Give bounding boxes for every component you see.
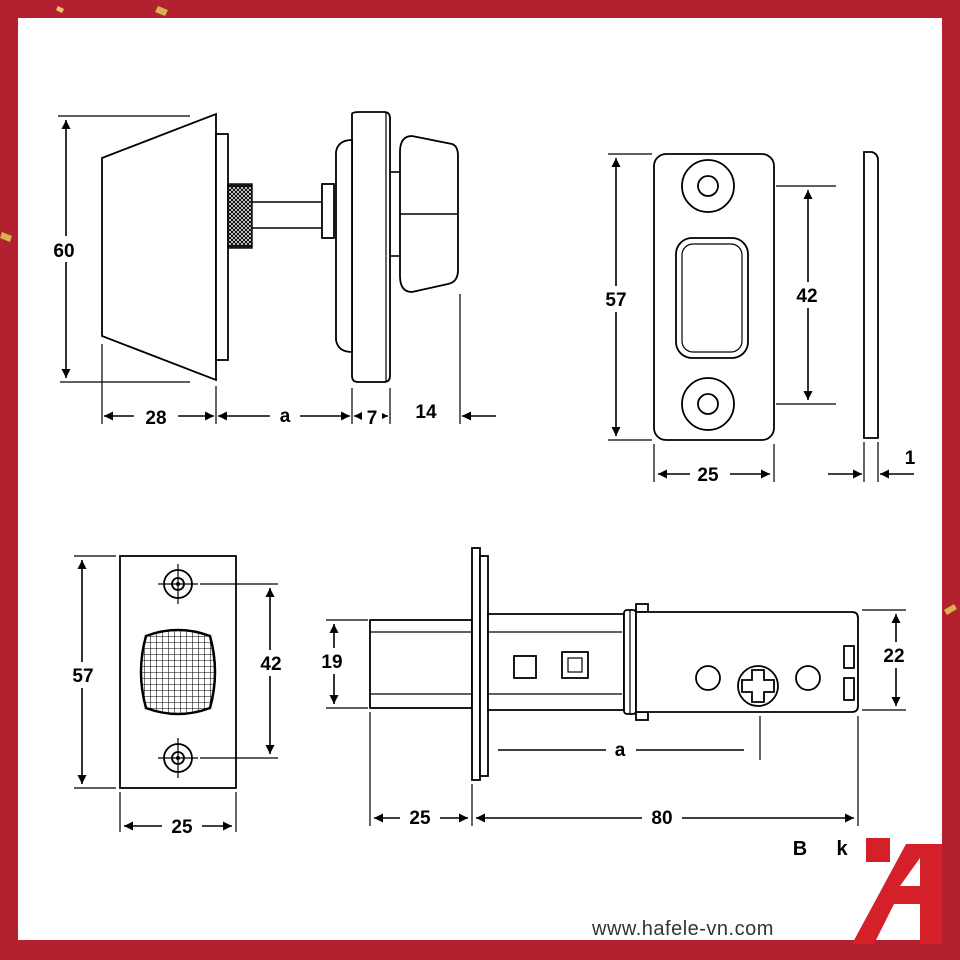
dim-strike-height-57: 57 xyxy=(605,290,626,311)
finish-label-b: B xyxy=(793,838,807,860)
confetti-icon xyxy=(0,6,957,615)
dim-tail-height-22: 22 xyxy=(883,646,904,667)
finish-label-k: k xyxy=(836,838,848,860)
strike-plate-side xyxy=(863,151,879,439)
latch-grid-window xyxy=(139,628,217,716)
dim-faceplate-holes-42: 42 xyxy=(260,654,281,675)
spindle-collar xyxy=(321,183,335,239)
dim-door-a: a xyxy=(280,406,291,427)
latch-front-plate xyxy=(471,547,481,781)
strike-plate-view: 57 42 25 1 xyxy=(598,151,916,486)
dim-length-80: 80 xyxy=(651,808,672,829)
dim-knob-14: 14 xyxy=(415,402,437,423)
latch-body-view: 19 22 a 25 80 xyxy=(314,547,916,830)
dim-faceplate-height-57: 57 xyxy=(72,666,93,687)
dim-height-60: 60 xyxy=(53,241,74,262)
website-url: www.hafele-vn.com xyxy=(591,918,774,940)
latch-faceplate-view: 57 42 25 xyxy=(64,555,290,838)
rose-plate xyxy=(215,133,229,361)
spindle-hole-icon xyxy=(741,669,775,703)
knob-side-view: 60 28 a 7 14 xyxy=(46,111,496,429)
dim-rose-7: 7 xyxy=(367,408,378,429)
knurled-ring xyxy=(227,183,253,249)
dim-backset-a: a xyxy=(615,740,626,761)
dim-faceplate-width-25: 25 xyxy=(171,817,193,838)
latch-bolt xyxy=(369,619,473,709)
dim-bolt-throw-25: 25 xyxy=(409,808,431,829)
dim-depth-28: 28 xyxy=(145,408,166,429)
logo-a-icon xyxy=(852,838,942,944)
dim-strike-holes-42: 42 xyxy=(796,286,817,307)
dim-strike-thickness-1: 1 xyxy=(905,448,916,469)
thumbturn-rose xyxy=(351,111,391,383)
dim-strike-width-25: 25 xyxy=(697,465,719,486)
rose-body xyxy=(101,112,217,382)
latch-housing xyxy=(487,613,625,711)
dim-bolt-height-19: 19 xyxy=(321,652,342,673)
